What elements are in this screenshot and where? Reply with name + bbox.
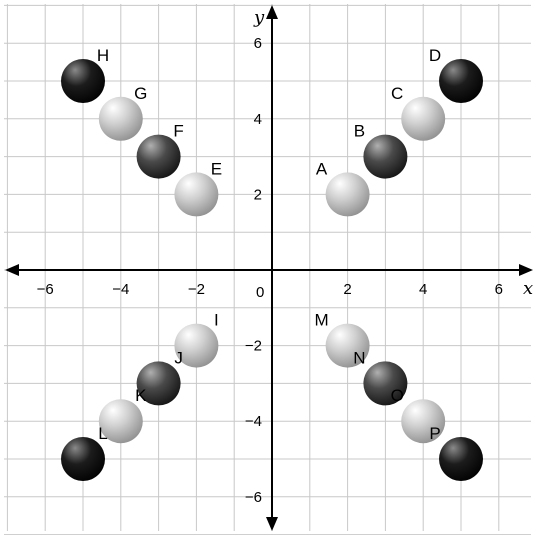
origin-label: 0 [256,284,264,301]
x-axis-arrow-left [5,264,19,276]
point-l: L [61,424,108,481]
point-label: B [354,122,365,141]
point-marker [174,323,219,368]
point-marker [325,323,370,368]
point-label: D [429,46,441,65]
point-c: C [391,84,446,141]
point-marker [363,361,408,406]
x-axis-arrow-right [519,264,533,276]
y-tick-label: −6 [245,489,262,506]
point-g: G [98,84,147,141]
x-tick-label: 6 [495,281,503,298]
point-marker [61,59,105,103]
point-marker [61,437,105,481]
point-marker [98,399,143,444]
point-label: A [316,159,328,178]
point-h: H [61,46,109,103]
point-marker [174,172,219,217]
point-f: F [136,122,184,179]
tick-labels: −6 −4 −2 2 4 6 6 4 2 −2 −4 −6 [37,35,503,506]
point-o: O [391,386,446,444]
point-j: J [136,348,183,406]
y-tick-label: −4 [245,413,262,430]
y-tick-label: 6 [254,35,262,52]
x-tick-label: −6 [37,281,54,298]
y-tick-label: 2 [254,186,262,203]
axes: x y 0 [5,5,533,531]
point-label: K [135,386,147,405]
y-axis-label: y [253,7,265,28]
grid [4,4,531,535]
point-b: B [354,122,408,179]
point-i: I [174,311,219,368]
x-axis-label: x [523,278,533,299]
point-label: M [315,311,329,330]
point-label: F [173,122,183,141]
point-label: J [174,348,183,367]
y-tick-label: 4 [254,111,262,128]
point-p: P [429,424,483,481]
point-label: N [353,348,365,367]
point-label: O [391,386,404,405]
point-marker [439,59,483,103]
point-label: E [211,159,222,178]
x-tick-label: 4 [419,281,427,298]
point-label: I [214,311,219,330]
x-tick-label: −2 [188,281,205,298]
x-tick-label: 2 [343,281,351,298]
point-label: C [391,84,403,103]
point-marker [401,399,446,444]
point-label: H [97,46,109,65]
point-marker [98,96,143,141]
point-m: M [315,311,370,368]
point-marker [401,96,446,141]
point-label: G [134,84,147,103]
y-axis-arrow-bottom [266,517,278,531]
point-n: N [353,348,408,406]
point-d: D [429,46,483,103]
y-axis-arrow-top [266,5,278,19]
point-label: L [98,424,107,443]
point-marker [363,134,408,179]
point-marker [136,134,181,179]
point-marker [325,172,370,217]
point-k: K [98,386,147,444]
y-tick-label: −2 [245,338,262,355]
point-a: A [316,159,370,217]
point-e: E [174,159,222,217]
x-tick-label: −4 [112,281,129,298]
points: A B C D E F G H I J K L M N O P [61,46,483,481]
point-label: P [429,424,440,443]
point-marker [439,437,483,481]
point-marker [136,361,181,406]
